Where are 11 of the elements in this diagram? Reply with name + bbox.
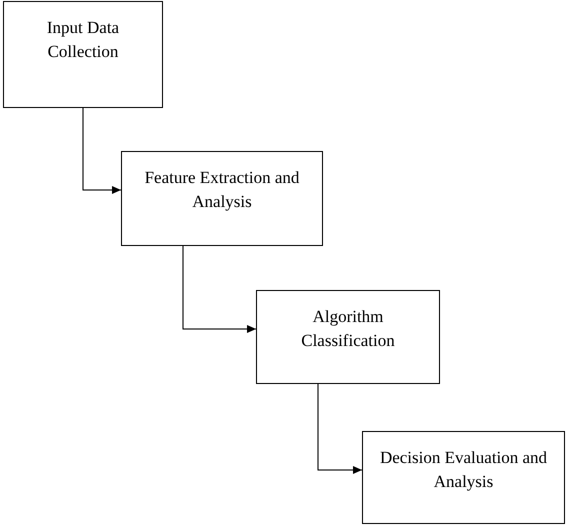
process-box <box>362 431 565 524</box>
process-box <box>256 290 440 384</box>
process-box <box>121 151 323 246</box>
connector-arrow <box>82 108 122 194</box>
box-label: Input Data Collection <box>46 17 120 63</box>
process-box <box>3 1 163 108</box>
box-label: Decision Evaluation and Analysis <box>378 447 548 493</box>
connector-arrow <box>318 384 362 474</box>
connector-arrow <box>182 246 256 333</box>
box-label: Algorithm Classification <box>300 306 396 352</box>
box-label: Feature Extraction and Analysis <box>144 167 300 213</box>
